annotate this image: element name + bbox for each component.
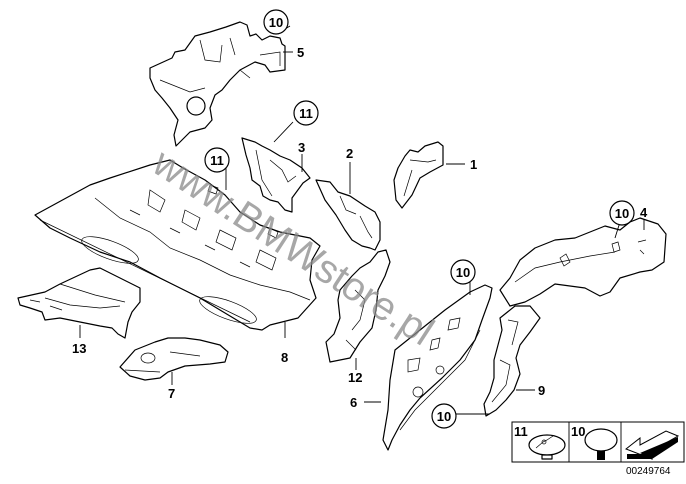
part-9[interactable] [483,305,541,417]
part-12[interactable] [325,249,391,363]
svg-text:11: 11 [210,153,224,168]
legend-item-clip[interactable]: 10 [571,424,618,460]
circled-ref-11-upper[interactable]: 11 [293,100,319,126]
callout-12[interactable]: 12 [348,370,362,385]
circled-ref-10-part4[interactable]: 10 [609,200,635,226]
part-7[interactable] [119,337,229,381]
callout-1[interactable]: 1 [470,157,477,172]
part-13[interactable] [17,267,141,339]
svg-text:11: 11 [514,424,528,439]
part-4[interactable] [499,217,667,307]
circled-ref-11-floor[interactable]: 11 [204,147,230,173]
svg-text:10: 10 [437,409,451,424]
callout-8[interactable]: 8 [281,350,288,365]
svg-text:11: 11 [299,106,313,121]
callout-2[interactable]: 2 [346,146,353,161]
callout-5[interactable]: 5 [297,45,304,60]
callout-4[interactable]: 4 [640,205,648,220]
svg-text:10: 10 [456,265,470,280]
clip-icon [584,428,618,452]
part-6[interactable] [382,284,493,451]
legend-item-direction-arrow [624,430,680,460]
circled-ref-10-top[interactable]: 10 [263,9,289,35]
svg-text:10: 10 [269,15,283,30]
callout-6[interactable]: 6 [350,395,357,410]
legend-item-expanding-rivet[interactable]: 11 [514,424,566,460]
circled-ref-10-part6[interactable]: 10 [450,259,476,285]
fastener-legend: 11 10 [511,421,685,463]
drawing-number: 00249764 [626,466,671,477]
callout-3[interactable]: 3 [298,140,305,155]
rivet-icon [528,434,566,456]
callout-9[interactable]: 9 [538,383,545,398]
part-2[interactable] [315,179,381,251]
callout-13[interactable]: 13 [72,341,86,356]
part-1[interactable] [393,141,444,209]
svg-text:10: 10 [571,424,585,439]
callout-7[interactable]: 7 [168,386,175,401]
part-8[interactable] [34,159,321,331]
part-3[interactable] [241,137,311,213]
svg-text:10: 10 [615,206,629,221]
circled-ref-10-part9[interactable]: 10 [431,403,457,429]
part-5[interactable] [149,21,286,147]
